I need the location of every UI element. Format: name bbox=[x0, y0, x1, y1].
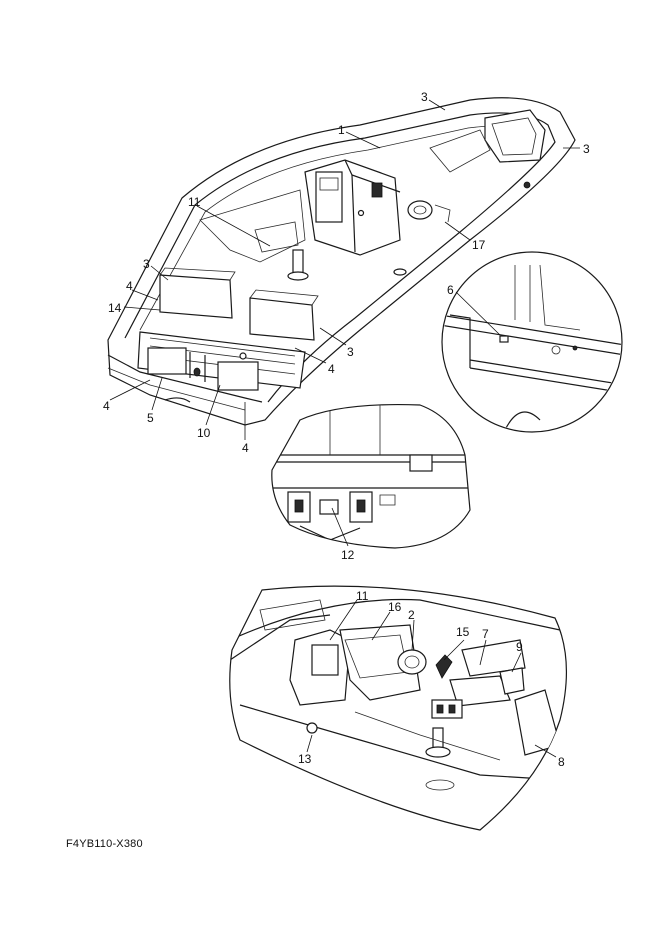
callout-9: 9 bbox=[516, 640, 523, 654]
callout-16: 16 bbox=[388, 600, 402, 614]
callout-3-top: 3 bbox=[421, 90, 428, 104]
callout-1: 1 bbox=[338, 123, 345, 137]
callout-15: 15 bbox=[456, 625, 470, 639]
detail-stern-12 bbox=[271, 403, 471, 549]
callout-11-main: 11 bbox=[188, 195, 201, 209]
callout-12: 12 bbox=[341, 548, 355, 562]
callout-17: 17 bbox=[472, 238, 486, 252]
callout-4-right: 4 bbox=[242, 441, 249, 455]
callout-8: 8 bbox=[558, 755, 565, 769]
callout-13: 13 bbox=[298, 752, 312, 766]
detail-circle-6 bbox=[441, 251, 623, 433]
callout-4-mid: 4 bbox=[328, 362, 335, 376]
diagram-code: F4YB110-X380 bbox=[66, 838, 143, 850]
callout-6: 6 bbox=[447, 283, 454, 297]
detail-cockpit bbox=[229, 585, 568, 831]
callout-7: 7 bbox=[482, 627, 489, 641]
callout-4-left: 4 bbox=[126, 279, 133, 293]
callout-4-stern: 4 bbox=[103, 399, 110, 413]
boat-hull-view bbox=[107, 97, 576, 426]
leader-lines bbox=[109, 99, 580, 758]
callout-2: 2 bbox=[408, 608, 415, 622]
callout-5: 5 bbox=[147, 411, 154, 425]
callout-14: 14 bbox=[108, 301, 122, 315]
callout-3-bow: 3 bbox=[583, 142, 590, 156]
callout-labels: 3 1 3 11 17 3 4 6 14 3 4 4 5 10 4 12 11 … bbox=[103, 90, 590, 769]
callout-11-cockpit: 11 bbox=[356, 589, 369, 603]
callout-3-seat: 3 bbox=[347, 345, 354, 359]
callout-3-left: 3 bbox=[143, 257, 150, 271]
callout-10: 10 bbox=[197, 426, 211, 440]
